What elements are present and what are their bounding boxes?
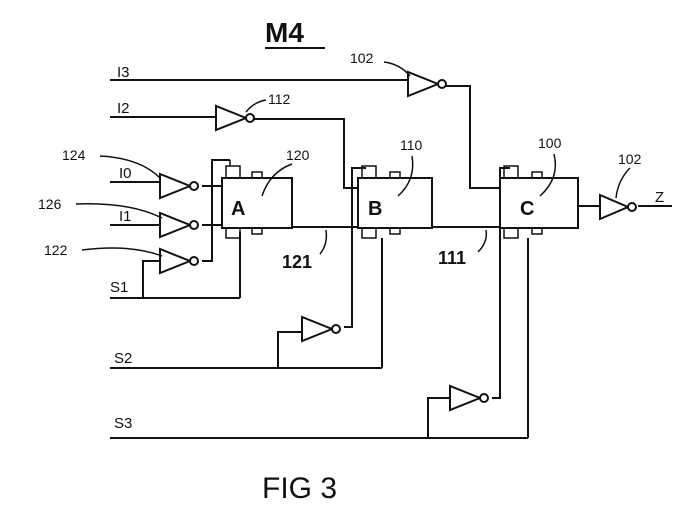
- ref-110: 110: [400, 137, 423, 153]
- input-label-i1: I1: [119, 208, 132, 225]
- ref-126: 126: [38, 196, 62, 212]
- input-label-s1: S1: [110, 279, 128, 296]
- inverter-102-output: [600, 195, 636, 219]
- figure-caption: FIG 3: [262, 472, 337, 505]
- mux-block-c: [500, 166, 578, 238]
- leader-121: [320, 230, 326, 254]
- ref-111: 111: [438, 248, 466, 268]
- leader-112: [246, 100, 266, 112]
- i3-wire: [110, 80, 500, 188]
- block-label-c: C: [520, 198, 534, 220]
- ref-121: 121: [282, 252, 312, 272]
- inverter-s2: [302, 317, 340, 341]
- block-label-b: B: [368, 198, 382, 220]
- ref-102-top: 102: [350, 50, 374, 66]
- ref-120: 120: [286, 147, 310, 163]
- leader-102-top: [384, 62, 410, 76]
- inverter-126-i1: [160, 213, 198, 237]
- ref-102-output: 102: [618, 151, 642, 167]
- inverter-122-s1: [160, 249, 198, 273]
- input-label-i0: I0: [119, 165, 132, 182]
- figure-title: M4: [265, 17, 304, 48]
- ref-100: 100: [538, 135, 562, 151]
- input-label-s3: S3: [114, 415, 132, 432]
- inverter-124-i0: [160, 174, 198, 198]
- inverter-s3: [450, 386, 488, 410]
- input-label-i3: I3: [117, 64, 130, 81]
- inverter-102-i3: [408, 72, 446, 96]
- ref-112: 112: [268, 91, 291, 107]
- leader-111: [478, 230, 486, 252]
- leader-102-output: [616, 168, 630, 198]
- block-label-a: A: [231, 198, 245, 220]
- ref-122: 122: [44, 242, 68, 258]
- input-label-i2: I2: [117, 100, 130, 117]
- output-label-z: Z: [655, 189, 664, 206]
- leader-122: [82, 248, 162, 256]
- ref-124: 124: [62, 147, 86, 163]
- input-label-s2: S2: [114, 350, 132, 367]
